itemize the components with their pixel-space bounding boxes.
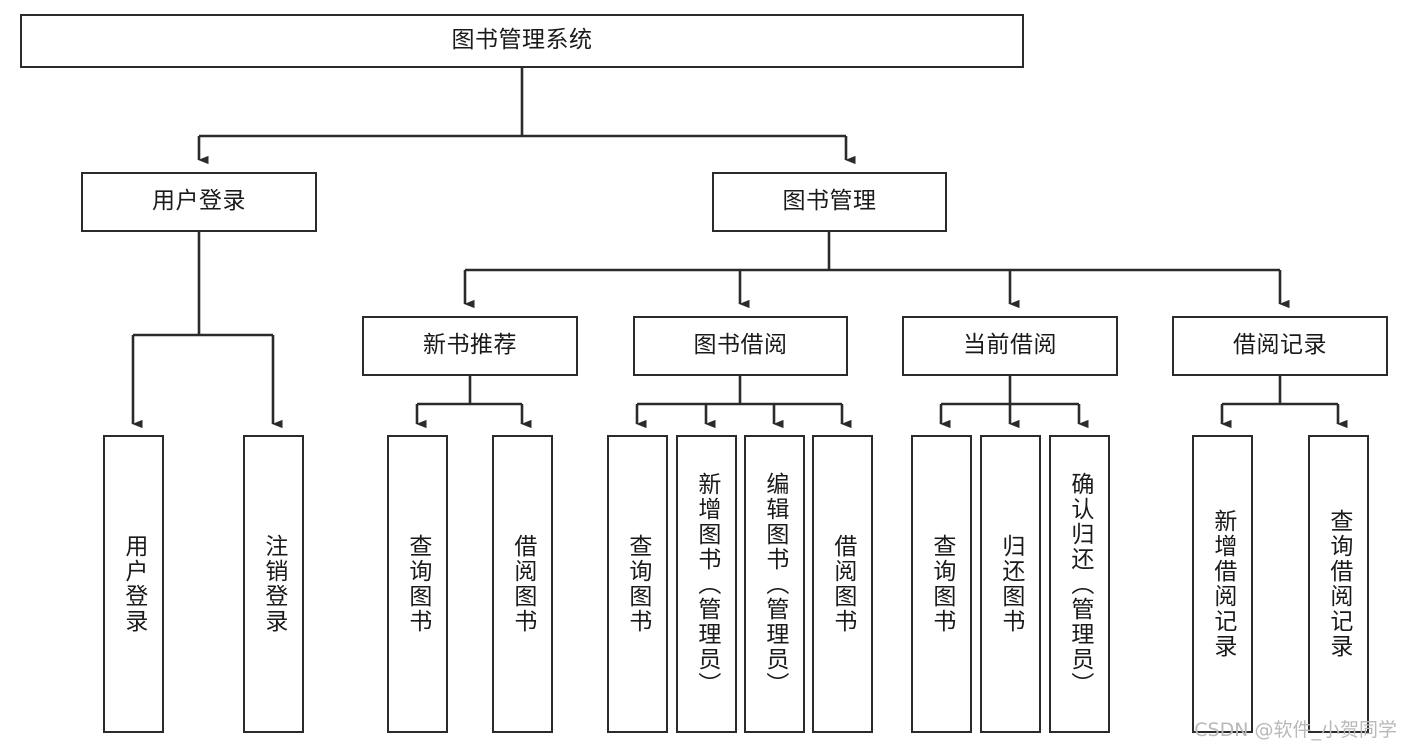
leaf-user-login-logout[interactable]: 注销登录: [243, 435, 304, 733]
node-label: 确认归还（管理员）: [1066, 471, 1093, 697]
leaf-recommend-query-book[interactable]: 查询图书: [387, 435, 448, 733]
node-label: 借阅记录: [1233, 332, 1327, 359]
leaf-current-confirm-return-admin[interactable]: 确认归还（管理员）: [1049, 435, 1110, 733]
node-label: 图书管理系统: [451, 27, 593, 54]
node-label: 用户登录: [120, 534, 147, 634]
node-root-system[interactable]: 图书管理系统: [20, 14, 1024, 68]
node-book-management[interactable]: 图书管理: [712, 172, 947, 232]
node-label: 注销登录: [260, 534, 287, 634]
leaf-current-query-book[interactable]: 查询图书: [911, 435, 972, 733]
node-label: 新增图书（管理员）: [693, 471, 720, 697]
node-current-borrow[interactable]: 当前借阅: [902, 316, 1118, 376]
node-new-book-recommend[interactable]: 新书推荐: [362, 316, 578, 376]
node-book-borrow[interactable]: 图书借阅: [633, 316, 848, 376]
node-label: 编辑图书（管理员）: [761, 471, 788, 697]
node-label: 查询图书: [404, 534, 431, 634]
node-label: 图书管理: [782, 188, 877, 215]
node-label: 用户登录: [152, 188, 246, 215]
node-label: 借阅图书: [829, 534, 856, 634]
node-label: 借阅图书: [509, 534, 536, 634]
leaf-borrow-borrow-book[interactable]: 借阅图书: [812, 435, 873, 733]
leaf-recommend-borrow-book[interactable]: 借阅图书: [492, 435, 553, 733]
leaf-borrow-edit-book-admin[interactable]: 编辑图书（管理员）: [744, 435, 805, 733]
node-label: 查询借阅记录: [1325, 509, 1352, 659]
node-label: 归还图书: [997, 534, 1024, 634]
csdn-watermark: CSDN @软件_小贺同学: [1194, 719, 1397, 741]
node-borrow-record[interactable]: 借阅记录: [1172, 316, 1388, 376]
node-label: 当前借阅: [963, 332, 1057, 359]
node-label: 查询图书: [928, 534, 955, 634]
node-label: 新书推荐: [423, 332, 517, 359]
leaf-record-query-record[interactable]: 查询借阅记录: [1308, 435, 1369, 733]
leaf-user-login-login[interactable]: 用户登录: [103, 435, 164, 733]
node-label: 查询图书: [624, 534, 651, 634]
node-user-login[interactable]: 用户登录: [81, 172, 317, 232]
leaf-borrow-query-book[interactable]: 查询图书: [607, 435, 668, 733]
node-label: 新增借阅记录: [1209, 509, 1236, 659]
leaf-record-add-record[interactable]: 新增借阅记录: [1192, 435, 1253, 733]
node-label: 图书借阅: [693, 332, 788, 359]
leaf-current-return-book[interactable]: 归还图书: [980, 435, 1041, 733]
leaf-borrow-add-book-admin[interactable]: 新增图书（管理员）: [676, 435, 737, 733]
